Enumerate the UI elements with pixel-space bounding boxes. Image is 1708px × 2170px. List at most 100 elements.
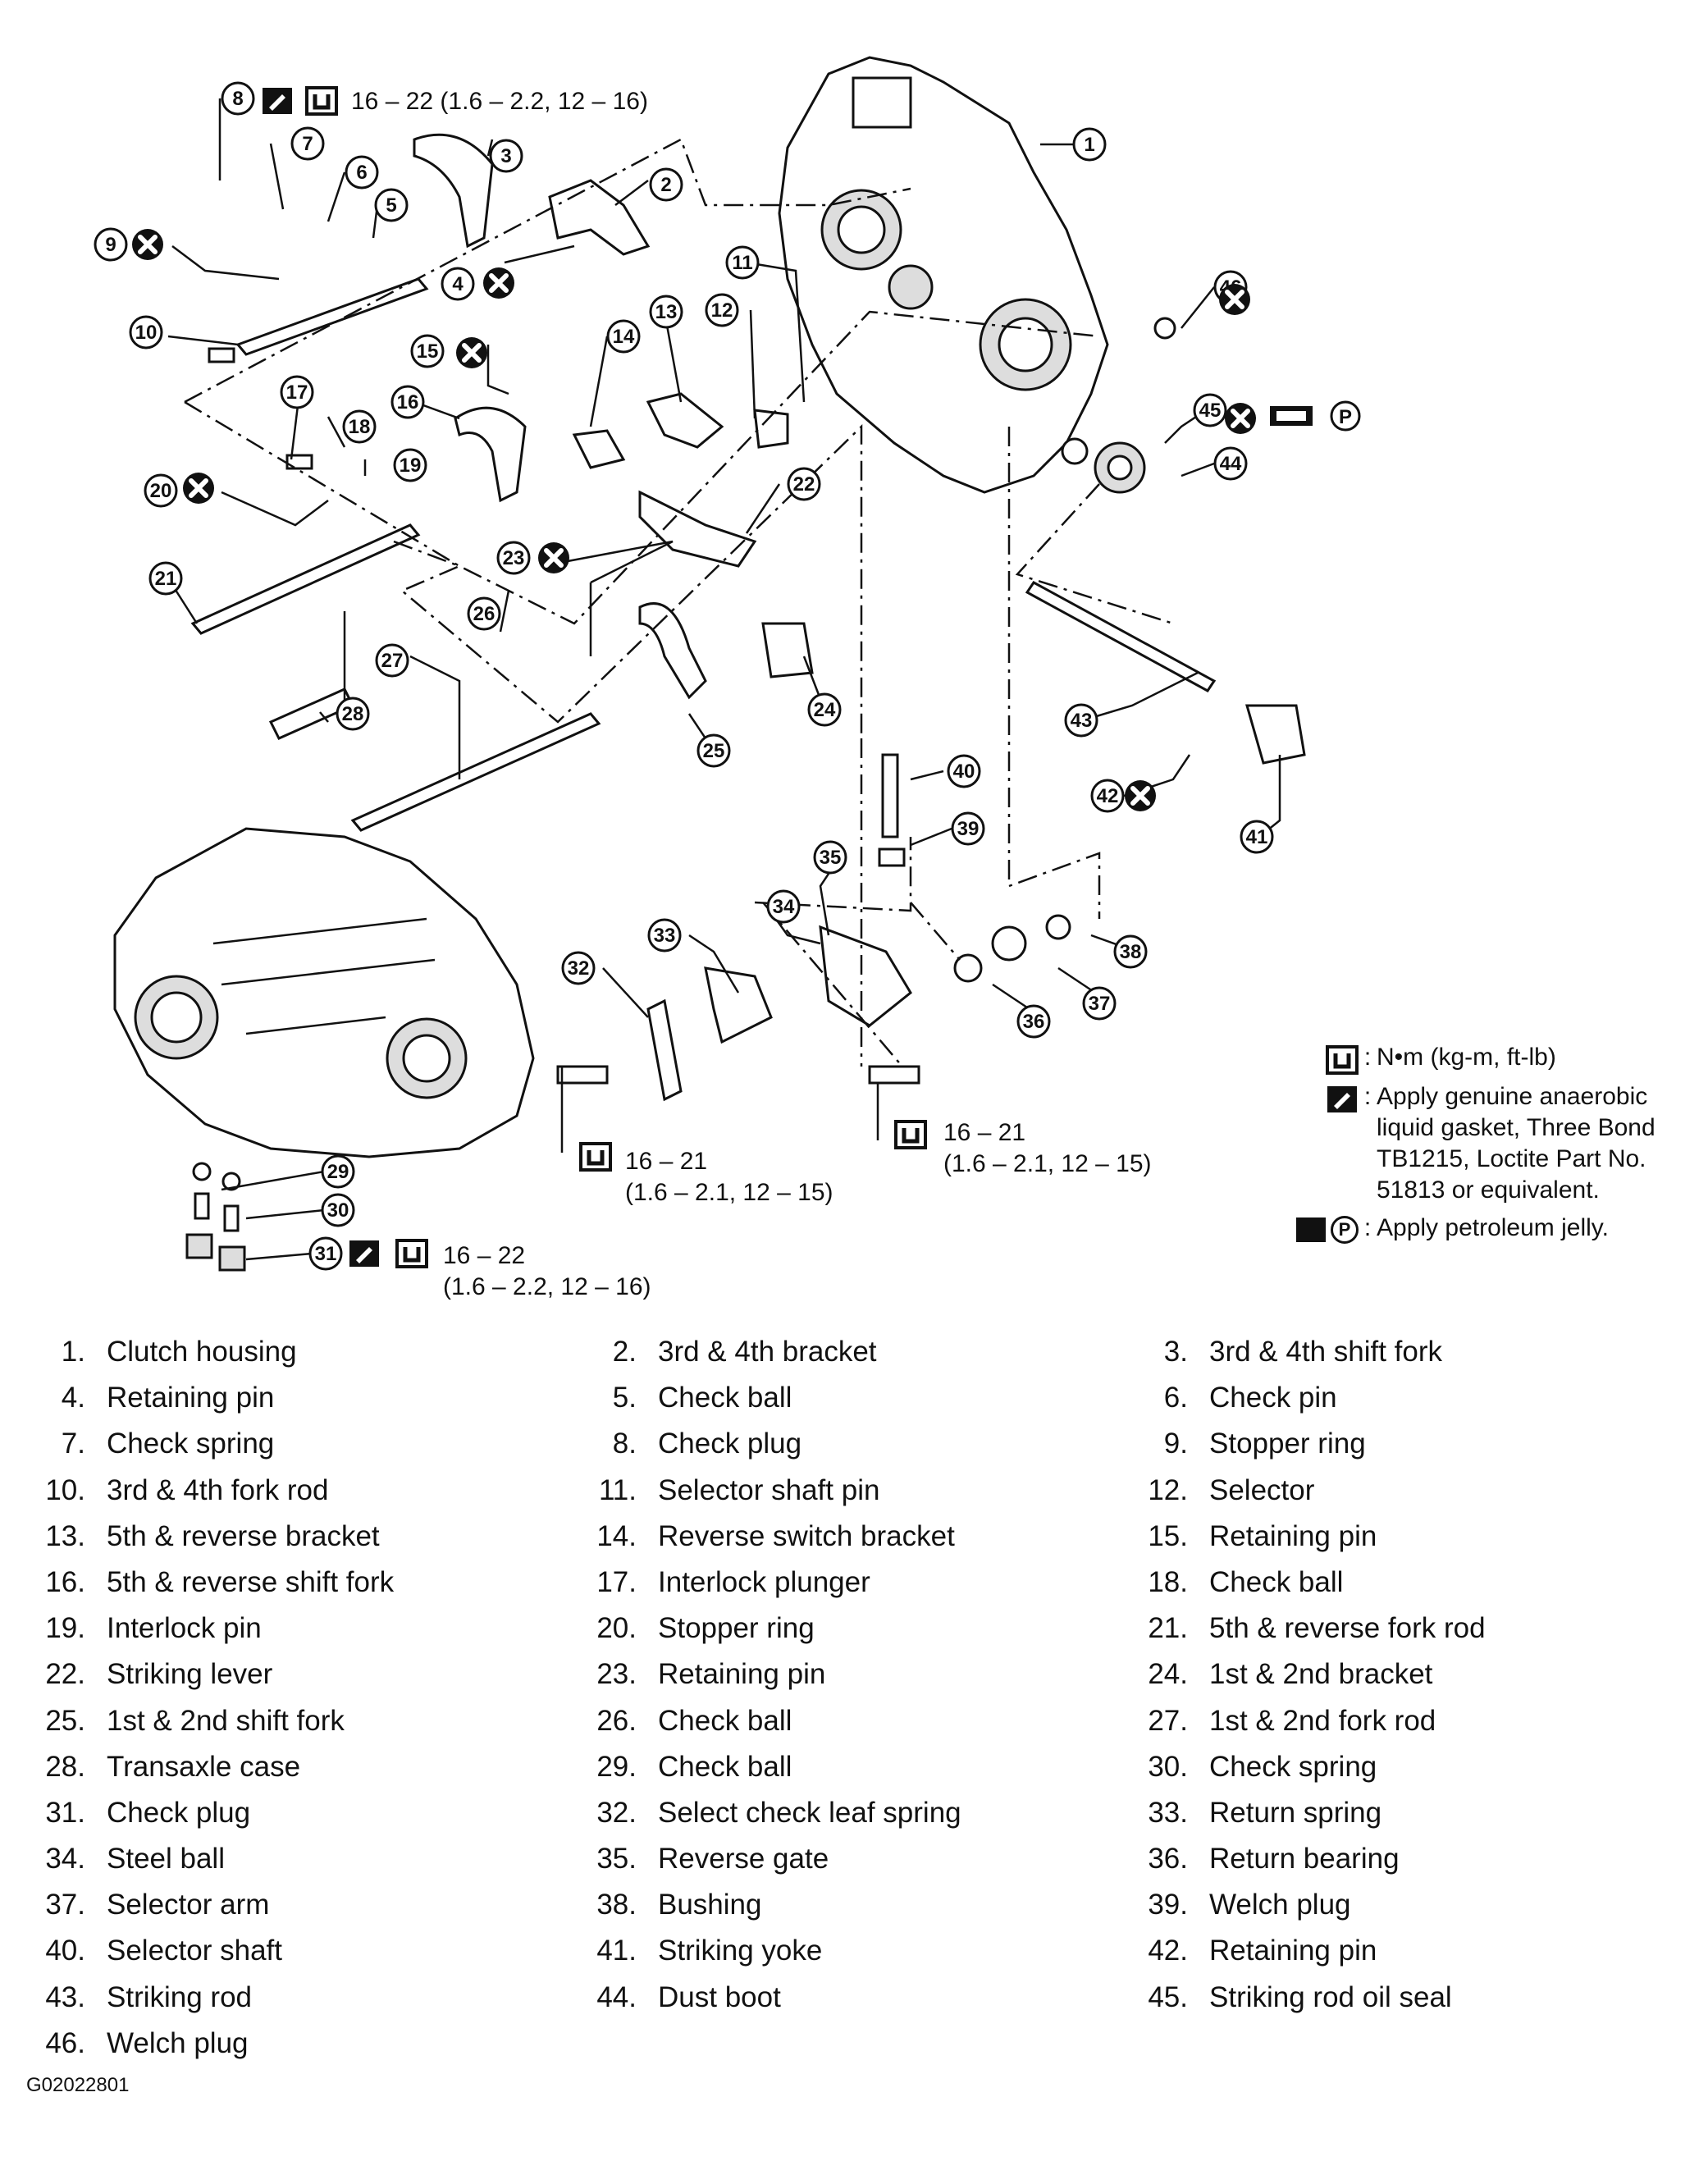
callout-8: 8	[221, 81, 255, 116]
callout-6: 6	[345, 155, 379, 190]
part-name: Selector	[1209, 1473, 1315, 1506]
part-number: 11.	[598, 1473, 637, 1506]
svg-text:44: 44	[1220, 453, 1242, 475]
parts-list-item: 7.Check spring	[26, 1421, 578, 1467]
part-number: 25.	[45, 1704, 85, 1737]
callout-32: 32	[561, 951, 596, 985]
part-number: 15.	[1148, 1519, 1188, 1552]
part-number: 2.	[612, 1336, 637, 1368]
svg-text:15: 15	[417, 340, 439, 363]
parts-list-item: 6. Check pin	[1129, 1375, 1680, 1421]
part-number: 28.	[45, 1750, 85, 1783]
callout-26: 26	[467, 596, 501, 631]
part-number: 3.	[1163, 1336, 1188, 1368]
svg-text:41: 41	[1246, 826, 1268, 848]
part-name: Welch plug	[107, 2026, 249, 2059]
torque-spec-check-plug-bottom-2: (1.6 – 2.2, 12 – 16)	[443, 1273, 651, 1300]
part-number: 39.	[1148, 1889, 1188, 1921]
parts-list-item: 8.Check plug	[578, 1421, 1129, 1467]
part-name: Welch plug	[1209, 1889, 1351, 1921]
parts-list-item: 3.3rd & 4th shift fork	[1129, 1329, 1680, 1375]
part-name: Dust boot	[658, 1980, 781, 2013]
callout-27: 27	[375, 643, 409, 678]
part-number: 14.	[596, 1519, 637, 1552]
petroleum-jelly-icon: P	[1280, 1213, 1359, 1244]
svg-text:8: 8	[232, 88, 243, 110]
part-number: 23.	[596, 1658, 637, 1691]
svg-text:34: 34	[773, 896, 795, 918]
parts-list-item: 19.Interlock pin	[26, 1606, 578, 1651]
part-number: 8.	[612, 1428, 637, 1460]
do-not-reuse-icon	[538, 542, 569, 573]
part-name: Clutch housing	[107, 1336, 297, 1368]
callout-30: 30	[321, 1193, 355, 1227]
svg-text:2: 2	[660, 174, 671, 196]
parts-list-item: 43.Striking rod	[26, 1975, 578, 2021]
svg-text:9: 9	[105, 234, 116, 256]
part-name: Selector shaft pin	[658, 1473, 880, 1506]
callout-7: 7	[290, 126, 325, 161]
torque-spec-bolt-right-2: (1.6 – 2.1, 12 – 15)	[943, 1150, 1152, 1177]
callout-35: 35	[813, 840, 847, 875]
svg-text:27: 27	[381, 650, 404, 672]
svg-text:32: 32	[568, 957, 590, 980]
svg-text:13: 13	[655, 301, 678, 323]
part-name: Retaining pin	[1209, 1519, 1377, 1552]
svg-text:29: 29	[327, 1161, 349, 1183]
svg-text:1: 1	[1084, 134, 1094, 156]
part-name: Interlock pin	[107, 1612, 262, 1645]
svg-text:19: 19	[400, 455, 422, 477]
callout-14: 14	[606, 319, 641, 354]
svg-text:36: 36	[1023, 1011, 1045, 1033]
parts-list-item: 40.Selector shaft	[26, 1928, 578, 1974]
callout-22: 22	[787, 467, 821, 501]
callout-9: 9	[94, 227, 128, 262]
forks-brackets	[208, 133, 1306, 1102]
part-number: 37.	[45, 1889, 85, 1921]
torque-spec-bolt-left-2: (1.6 – 2.1, 12 – 15)	[625, 1179, 833, 1206]
part-name: Check pin	[1209, 1382, 1337, 1414]
svg-text:22: 22	[793, 473, 815, 496]
torque-spec-check-plug-bottom-1: 16 – 22	[443, 1242, 525, 1269]
part-number: 5.	[612, 1382, 637, 1414]
part-number: 1.	[61, 1336, 85, 1368]
svg-text:37: 37	[1089, 993, 1111, 1015]
parts-list-item: 5.Check ball	[578, 1375, 1129, 1421]
callout-16: 16	[390, 385, 425, 419]
part-name: Bushing	[658, 1889, 762, 1921]
part-name: Reverse switch bracket	[658, 1519, 955, 1552]
clutch-housing	[778, 56, 1109, 494]
callout-12: 12	[705, 293, 739, 327]
svg-text:23: 23	[503, 547, 525, 569]
parts-list-item: 46.Welch plug	[26, 2021, 578, 2067]
parts-list-item: 35.Reverse gate	[578, 1836, 1129, 1882]
petroleum-jelly-icon: P	[1270, 400, 1361, 432]
part-number: 26.	[596, 1704, 637, 1737]
callout-29: 29	[321, 1154, 355, 1189]
legend-row-sealant: : Apply genuine anaerobic liquid gasket,…	[1280, 1081, 1690, 1206]
do-not-reuse-icon	[1219, 284, 1250, 315]
part-number: 10.	[45, 1473, 85, 1506]
part-number: 27.	[1148, 1704, 1188, 1737]
legend-text: Apply genuine anaerobic liquid gasket, T…	[1377, 1083, 1655, 1204]
do-not-reuse-icon	[132, 229, 163, 260]
part-number: 6.	[1163, 1382, 1188, 1414]
part-number: 43.	[45, 1980, 85, 2013]
part-name: Return spring	[1209, 1796, 1382, 1829]
part-number: 21.	[1148, 1612, 1188, 1645]
parts-list-item: 31.Check plug	[26, 1790, 578, 1836]
parts-list-item: 30.Check spring	[1129, 1744, 1680, 1790]
callout-23: 23	[496, 541, 531, 575]
part-name: 5th & reverse shift fork	[107, 1565, 395, 1598]
svg-text:30: 30	[327, 1199, 349, 1222]
torque-wrench-icon	[581, 1144, 610, 1170]
callout-11: 11	[725, 245, 760, 280]
parts-list-item: 29.Check ball	[578, 1744, 1129, 1790]
callout-17: 17	[280, 375, 314, 409]
part-name: Selector arm	[107, 1889, 270, 1921]
part-number: 45.	[1148, 1980, 1188, 2013]
callout-15: 15	[410, 334, 445, 368]
parts-list-item: 11. Selector shaft pin	[578, 1468, 1129, 1514]
svg-text:33: 33	[654, 925, 676, 947]
part-number: 41.	[596, 1935, 637, 1967]
